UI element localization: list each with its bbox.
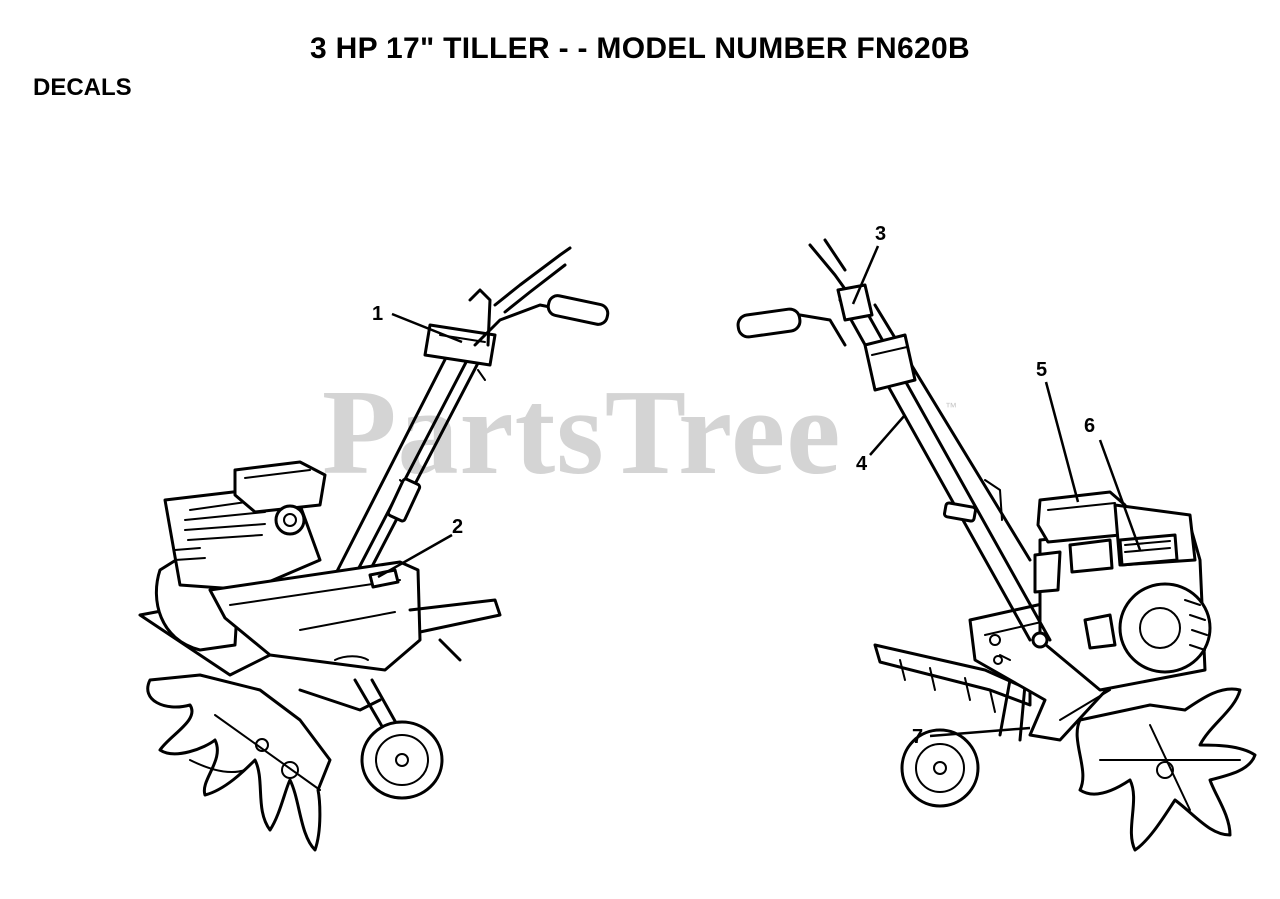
page-title: 3 HP 17" TILLER - - MODEL NUMBER FN620B [310, 32, 970, 65]
right-handle-column [736, 238, 1052, 665]
callout-3: 3 [851, 223, 886, 305]
left-transport-wheel [353, 678, 444, 800]
section-heading: DECALS [33, 74, 132, 101]
svg-text:2: 2 [452, 516, 463, 538]
callout-2: 2 [377, 516, 463, 579]
right-tines [1075, 687, 1257, 852]
svg-text:6: 6 [1084, 415, 1095, 437]
callout-4: 4 [856, 414, 906, 475]
callout-5: 5 [1036, 359, 1080, 503]
svg-text:4: 4 [856, 453, 868, 475]
left-handle-column [328, 246, 610, 587]
right-tiller [736, 238, 1257, 852]
callout-7: 7 [912, 726, 1031, 748]
left-depth-bar [298, 598, 502, 712]
svg-text:1: 1 [372, 303, 383, 325]
right-engine [1033, 490, 1212, 692]
right-transport-wheel [900, 678, 1027, 808]
svg-text:3: 3 [875, 223, 886, 245]
left-engine [154, 460, 327, 652]
svg-text:7: 7 [912, 726, 923, 748]
right-hitch-bar [873, 643, 1032, 707]
left-tine-shield [208, 560, 422, 672]
left-tines [146, 673, 332, 852]
trademark-mark: ™ [945, 400, 957, 414]
callout-6: 6 [1084, 415, 1142, 551]
callout-1: 1 [372, 303, 463, 344]
left-tiller [138, 246, 610, 852]
svg-text:5: 5 [1036, 359, 1047, 381]
